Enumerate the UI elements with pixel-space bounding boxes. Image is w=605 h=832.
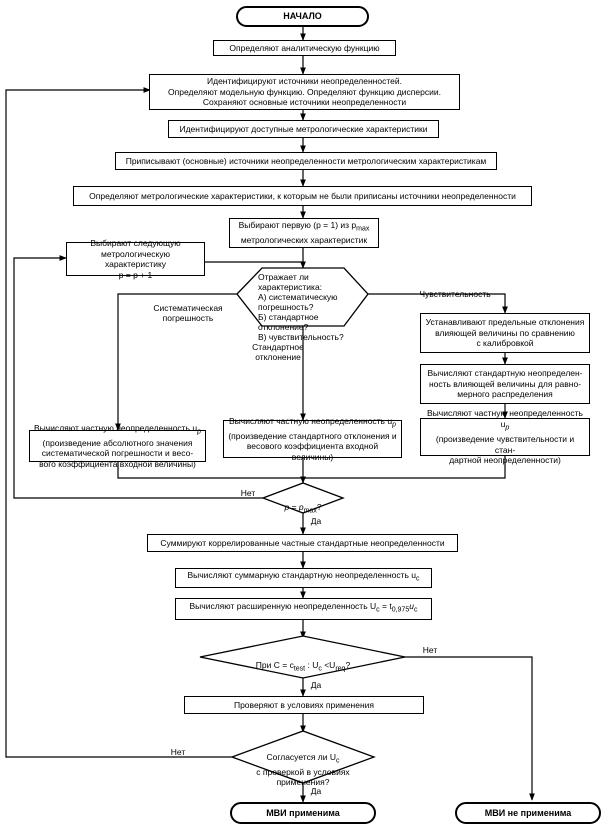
start-label: НАЧАЛО <box>283 11 322 22</box>
question-c-sub1: test <box>293 665 306 673</box>
calc-total-sub: c <box>416 576 420 584</box>
question-c-text-c: <U <box>321 660 336 670</box>
calc-total-box: Вычисляют суммарную стандартную неопреде… <box>175 568 432 588</box>
calc-partial-right-sub: p <box>505 424 510 432</box>
choose-first-text: Выбирают первую (p = 1) из p <box>238 220 357 231</box>
question-c-text-a: При C = c <box>255 660 294 670</box>
label-systematic: Систематическая погрешность <box>153 303 223 323</box>
calc-partial-right-box: Вычисляют частную неопределенность up (п… <box>420 408 590 465</box>
calc-expanded-text-b: = t <box>379 601 392 612</box>
start-terminal: НАЧАЛО <box>236 6 369 27</box>
edge-agree-no <box>5 87 232 758</box>
calc-partial-left-detail: (произведение абсолютного значения систе… <box>39 437 196 469</box>
verify-box: Проверяют в условиях применения <box>184 696 424 714</box>
question-c-text-b: : U <box>305 660 319 670</box>
calc-expanded-sub1: c <box>376 607 380 615</box>
identify-metrology-label: Идентифицируют доступные метрологические… <box>179 123 428 134</box>
sum-correlated-box: Суммируют коррелированные частные станда… <box>147 534 458 552</box>
choose-first-line1: Выбирают первую (p = 1) из pmax <box>239 220 370 235</box>
edge-right-merge <box>303 456 506 479</box>
question-pmax-label: p = pmax? <box>270 492 336 517</box>
edge-sensitivity <box>368 293 508 314</box>
calc-total-text: Вычисляют суммарную стандартную неопреде… <box>187 570 417 581</box>
edge-pmax-no <box>13 255 263 499</box>
calc-partial-mid-line: Вычисляют частную неопределенность up <box>229 416 396 431</box>
label-agree-yes: Да <box>310 786 322 796</box>
label-agree-no: Нет <box>170 747 186 757</box>
label-c-yes: Да <box>310 680 322 690</box>
calc-partial-mid-sub: p <box>392 421 396 429</box>
define-function-label: Определяют аналитическую функцию <box>229 42 380 53</box>
choose-next-box: Выбирают следующую метрологическую харак… <box>66 238 205 280</box>
calc-partial-left-line: Вычисляют частную неопределенность up <box>34 423 201 438</box>
question-pmax-mark: ? <box>316 502 322 512</box>
calc-expanded-sub3: c <box>413 607 418 615</box>
sum-correlated-label: Суммируют коррелированные частные станда… <box>160 537 445 548</box>
question-c-shape <box>199 635 406 679</box>
label-sensitivity: Чувствительность <box>419 289 491 299</box>
question-c-text-d: ? <box>345 660 351 670</box>
define-unassigned-box: Определяют метрологические характеристик… <box>73 186 532 206</box>
question-agree-shape <box>230 730 376 784</box>
label-c-no: Нет <box>422 645 438 655</box>
verify-label: Проверяют в условиях применения <box>233 699 375 710</box>
calc-partial-left-box: Вычисляют частную неопределенность up (п… <box>29 423 206 469</box>
identify-sources-label: Идентифицируют источники неопределенност… <box>168 76 441 108</box>
applicable-label: МВИ применима <box>266 807 340 818</box>
calc-partial-right-line: Вычисляют частную неопределенность up <box>425 408 585 434</box>
label-standard: Стандартное отклонение <box>252 342 304 362</box>
label-pmax-no: Нет <box>240 488 256 498</box>
not-applicable-terminal: МВИ не применима <box>455 802 601 824</box>
calc-expanded-text-c: u <box>409 601 414 612</box>
edge-systematic <box>115 293 237 431</box>
calc-partial-right-text: Вычисляют частную неопределенность u <box>427 408 583 429</box>
edge-left-merge <box>117 462 303 479</box>
choose-first-box: Выбирают первую (p = 1) из pmax метролог… <box>229 218 379 248</box>
question-c-sub2: c <box>318 665 322 673</box>
question-pmax-text: p = p <box>284 502 304 512</box>
question-agree-sub: c <box>336 757 340 765</box>
question-agree-text-b: с проверкой в условиях применения? <box>256 766 350 787</box>
set-limits-label: Устанавливают предельные отклонения влия… <box>425 317 585 349</box>
choose-next-label: Выбирают следующую метрологическую харак… <box>90 238 181 280</box>
calc-partial-mid-detail: (произведение стандартного отклонения и … <box>228 430 397 462</box>
applicable-terminal: МВИ применима <box>230 802 376 824</box>
calc-partial-mid-box: Вычисляют частную неопределенность up (п… <box>223 416 402 462</box>
label-pmax-yes: Да <box>310 516 322 526</box>
question-c-sub3: req <box>335 665 346 673</box>
calc-total-line: Вычисляют суммарную стандартную неопреде… <box>187 570 419 585</box>
identify-metrology-box: Идентифицируют доступные метрологические… <box>168 120 439 138</box>
question-pmax-sub: max <box>303 507 317 515</box>
assign-sources-box: Приписывают (основные) источники неопред… <box>115 152 497 170</box>
calc-expanded-sub2: 0,975 <box>391 607 410 615</box>
question-characteristic-shape <box>236 267 369 327</box>
identify-sources-box: Идентифицируют источники неопределенност… <box>149 74 460 110</box>
calc-partial-left-text: Вычисляют частную неопределенность u <box>34 422 198 433</box>
calc-partial-right-detail: (произведение чувствительности и стан- д… <box>435 434 575 466</box>
calc-partial-left-sub: p <box>197 428 201 436</box>
edge-qc-no <box>405 656 535 801</box>
calc-expanded-box: Вычисляют расширенную неопределенность U… <box>175 598 432 620</box>
define-unassigned-label: Определяют метрологические характеристик… <box>89 190 516 201</box>
calc-partial-mid-text: Вычисляют частную неопределенность u <box>229 415 393 426</box>
calc-expanded-text-a: Вычисляют расширенную неопределенность U <box>189 601 377 612</box>
question-agree-text-a: Согласуется ли U <box>266 752 337 762</box>
assign-sources-label: Приписывают (основные) источники неопред… <box>125 155 487 166</box>
not-applicable-label: МВИ не применима <box>484 807 572 818</box>
set-limits-box: Устанавливают предельные отклонения влия… <box>420 313 590 353</box>
calc-std-influence-label: Вычисляют стандартную неопределен- ность… <box>427 368 583 400</box>
question-characteristic-label: Отражает ли характеристика: А) системати… <box>258 272 344 342</box>
calc-std-influence-box: Вычисляют стандартную неопределен- ность… <box>420 364 590 404</box>
question-c-label: При C = ctest : Uc <Ureq? <box>225 650 381 675</box>
choose-first-sub: max <box>356 225 370 233</box>
question-pmax-shape <box>261 482 345 514</box>
choose-first-line2: метрологических характеристик <box>240 235 368 246</box>
calc-expanded-line: Вычисляют расширенную неопределенность U… <box>190 601 418 616</box>
define-function-box: Определяют аналитическую функцию <box>213 40 396 56</box>
